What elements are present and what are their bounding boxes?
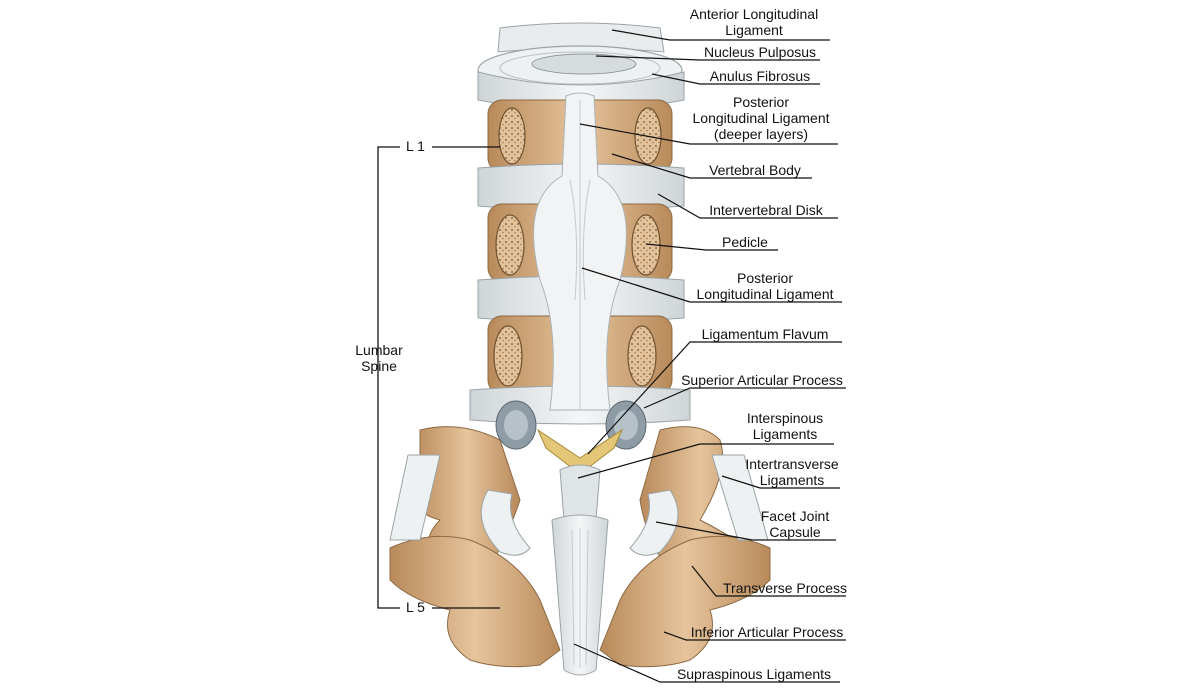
label-posterior-longitudinal-ligament-deeper: Posterior Longitudinal Ligament (deeper … [676, 94, 846, 142]
label-vertebral-body: Vertebral Body [690, 162, 820, 178]
lumbar-spine-label-line-2: Spine [361, 358, 397, 374]
leader-anterior-longitudinal-ligament [611, 29, 830, 41]
leader-interspinous-ligaments [577, 443, 834, 479]
label-facet-joint-capsule: Facet Joint Capsule [750, 508, 840, 540]
label-line: Transverse Process [723, 580, 847, 596]
lumbar-spine-label: Lumbar Spine [344, 342, 414, 374]
leader-inferior-articular-process [663, 631, 846, 641]
label-line: Ligament [725, 22, 783, 38]
leader-intervertebral-disk [657, 193, 838, 219]
label-line: Posterior [736, 270, 794, 286]
label-superior-articular-process: Superior Articular Process [676, 372, 848, 388]
label-line: Facet Joint [760, 508, 830, 524]
lumbar-spine-label-line-1: Lumbar [355, 342, 403, 358]
label-line: Ligaments [759, 472, 825, 488]
label-anulus-fibrosus: Anulus Fibrosus [690, 68, 830, 84]
label-line: Ligaments [752, 426, 818, 442]
label-line: Anulus Fibrosus [709, 68, 811, 84]
label-line: Longitudinal Ligament [696, 286, 834, 302]
label-line: Nucleus Pulposus [703, 44, 817, 60]
leader-nucleus-pulposus [595, 55, 820, 61]
level-l5-label: L 5 [406, 599, 425, 615]
label-posterior-longitudinal-ligament: Posterior Longitudinal Ligament [680, 270, 850, 302]
leader-facet-joint-capsule [655, 521, 836, 541]
label-intertransverse-ligaments: Intertransverse Ligaments [736, 456, 848, 488]
label-intervertebral-disk: Intervertebral Disk [696, 202, 836, 218]
label-line: Pedicle [722, 234, 768, 250]
label-line: Superior Articular Process [681, 372, 843, 388]
label-line: Ligamentum Flavum [701, 326, 829, 342]
label-line: Inferior Articular Process [690, 624, 844, 640]
leader-intertransverse-ligaments [721, 475, 840, 489]
label-line: Supraspinous Ligaments [676, 666, 832, 682]
leader-supraspinous-ligaments [573, 643, 840, 683]
label-inferior-articular-process: Inferior Articular Process [684, 624, 850, 640]
leader-lines [573, 29, 846, 683]
label-anterior-longitudinal-ligament: Anterior Longitudinal Ligament [674, 6, 834, 38]
label-supraspinous-ligaments: Supraspinous Ligaments [666, 666, 842, 682]
label-line: Anterior Longitudinal [689, 6, 819, 22]
posterior-elements [389, 400, 771, 676]
label-line: Capsule [769, 524, 821, 540]
lumbar-bracket [377, 146, 500, 609]
leader-pedicle [645, 243, 778, 251]
label-line: Vertebral Body [709, 162, 801, 178]
leader-transverse-process [691, 565, 846, 597]
leader-posterior-longitudinal-ligament-deeper [579, 123, 838, 145]
leader-ligamentum-flavum [587, 341, 842, 455]
level-l1-label: L 1 [406, 138, 425, 154]
nucleus-pulposus-shape [531, 53, 637, 75]
leader-anulus-fibrosus [651, 73, 820, 85]
label-pedicle: Pedicle [710, 234, 780, 250]
leader-superior-articular-process [643, 387, 846, 409]
label-line: Intertransverse [745, 456, 839, 472]
label-line: Intervertebral Disk [709, 202, 823, 218]
leader-posterior-longitudinal-ligament [581, 267, 842, 303]
label-ligamentum-flavum: Ligamentum Flavum [690, 326, 840, 342]
label-line: Longitudinal Ligament [692, 110, 830, 126]
label-nucleus-pulposus: Nucleus Pulposus [690, 44, 830, 60]
label-line: (deeper layers) [713, 126, 809, 142]
leader-vertebral-body [611, 153, 812, 179]
label-line: Interspinous [746, 410, 824, 426]
label-transverse-process: Transverse Process [720, 580, 850, 596]
label-line: Posterior [732, 94, 790, 110]
label-interspinous-ligaments: Interspinous Ligaments [730, 410, 840, 442]
